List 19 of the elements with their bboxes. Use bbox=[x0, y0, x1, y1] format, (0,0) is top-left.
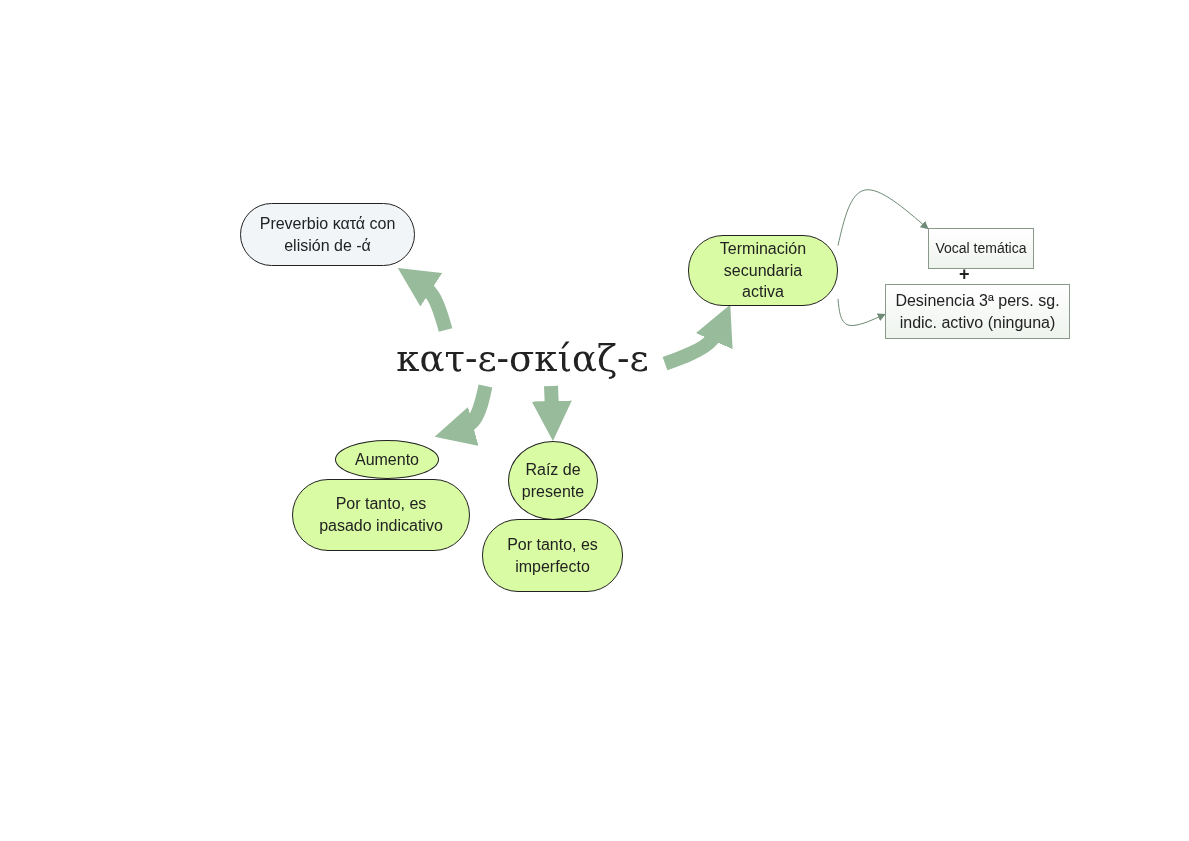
arrow bbox=[837, 189, 929, 247]
curved-block-arrow bbox=[397, 267, 453, 332]
curved-block-arrow bbox=[434, 384, 493, 446]
ending-node bbox=[688, 235, 838, 306]
node-text: Por tanto, es imperfecto bbox=[506, 534, 599, 577]
node-text: Vocal temática bbox=[934, 240, 1028, 257]
node-text: Desinencia 3ª pers. sg. indic. activo (ninguna) bbox=[894, 290, 1061, 333]
curved-block-arrow bbox=[662, 304, 733, 371]
note-box bbox=[928, 228, 1034, 269]
node-text: Terminación secundaria activa bbox=[718, 239, 808, 303]
note-box bbox=[885, 284, 1070, 339]
node-text: Raíz de presente bbox=[520, 459, 586, 502]
node-text: Aumento bbox=[353, 449, 420, 470]
plus-sign: + bbox=[959, 264, 970, 285]
arrow bbox=[837, 298, 886, 327]
curved-block-arrow bbox=[531, 385, 572, 441]
node-text: Por tanto, es pasado indicativo bbox=[318, 494, 444, 536]
node-text: κατ-ε-σκίαζ-ε bbox=[395, 339, 650, 377]
node-text: Preverbio κατά con elisión de -ά bbox=[258, 213, 397, 256]
